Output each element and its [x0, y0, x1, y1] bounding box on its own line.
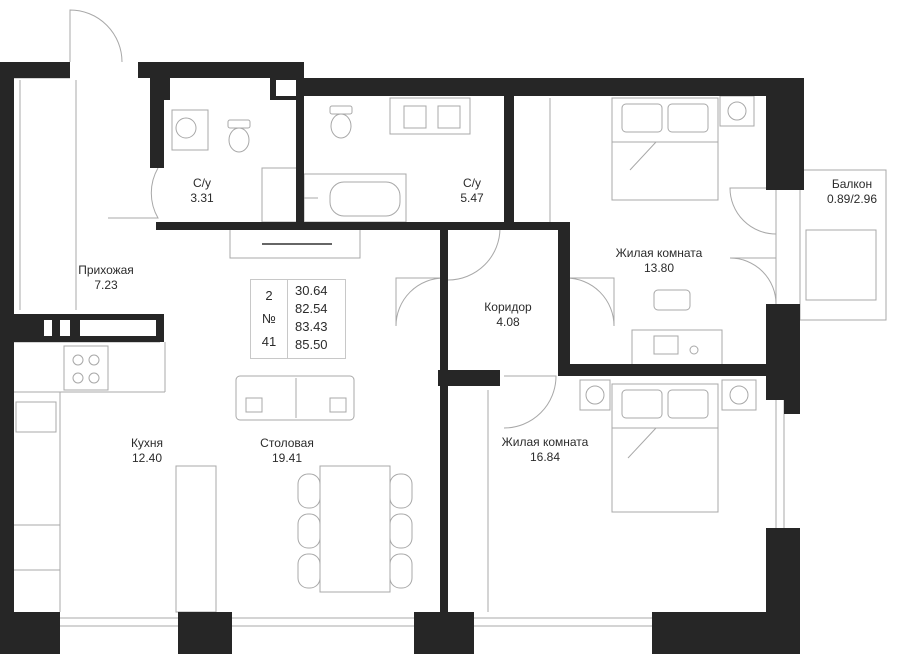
room-area: 4.08	[496, 315, 520, 329]
apartment-id-column: 2 № 41	[251, 280, 288, 358]
area-value: 83.43	[295, 319, 328, 334]
room-name: Жилая комната	[501, 435, 589, 449]
room-area: 0.89/2.96	[826, 192, 878, 206]
rooms-count: 2	[265, 288, 273, 303]
room-name: Жилая комната	[615, 246, 703, 260]
room-name: Балкон	[831, 177, 873, 191]
apartment-areas-column: 30.64 82.54 83.43 85.50	[295, 282, 328, 354]
room-area: 13.80	[643, 261, 675, 275]
area-value: 82.54	[295, 301, 328, 316]
room-name: Прихожая	[78, 263, 134, 277]
wall-notches	[44, 80, 296, 336]
room-label-bath2: С/у 5.47	[460, 176, 483, 206]
room-area: 16.84	[529, 450, 561, 464]
thin-lines	[14, 9, 887, 627]
room-name: Коридор	[484, 300, 532, 314]
room-area: 12.40	[131, 451, 163, 465]
apartment-number: 41	[261, 334, 277, 349]
room-label-bedroom1: Жилая комната 13.80	[616, 246, 703, 276]
room-area: 7.23	[94, 278, 118, 292]
room-name: С/у	[192, 176, 211, 190]
room-label-hallway: Прихожая 7.23	[78, 263, 134, 293]
room-area: 19.41	[271, 451, 303, 465]
area-value: 30.64	[295, 283, 328, 298]
room-label-corridor: Коридор 4.08	[484, 300, 531, 330]
walls	[0, 62, 804, 654]
area-value: 85.50	[295, 337, 328, 352]
room-label-bedroom2: Жилая комната 16.84	[502, 435, 589, 465]
room-label-dining: Столовая 19.41	[260, 436, 314, 466]
room-label-balcony: Балкон 0.89/2.96	[827, 177, 877, 207]
room-area: 3.31	[190, 191, 214, 205]
apartment-info-box: 2 № 41 30.64 82.54 83.43 85.50	[250, 279, 346, 359]
number-sign: №	[262, 311, 276, 326]
room-label-bath1: С/у 3.31	[190, 176, 213, 206]
room-area: 5.47	[460, 191, 484, 205]
room-label-kitchen: Кухня 12.40	[131, 436, 163, 466]
room-name: С/у	[462, 176, 481, 190]
room-name: Столовая	[260, 436, 314, 450]
room-name: Кухня	[130, 436, 164, 450]
